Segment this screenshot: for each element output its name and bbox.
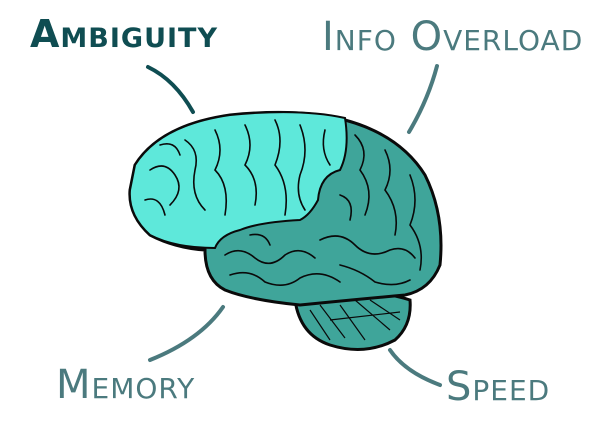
brain-folds — [144, 119, 423, 286]
cerebellum-folds — [309, 299, 401, 341]
label-speed: Speed — [446, 364, 551, 410]
ambiguity-connector — [146, 65, 195, 114]
label-ambiguity: Ambiguity — [30, 12, 219, 56]
speed-connector — [388, 348, 442, 387]
memory-connector — [148, 305, 225, 362]
label-info-overload: Info Overload — [322, 14, 584, 60]
label-memory: Memory — [56, 362, 196, 408]
frontal-lobe — [128, 111, 348, 250]
info-overload-connector — [407, 64, 439, 134]
